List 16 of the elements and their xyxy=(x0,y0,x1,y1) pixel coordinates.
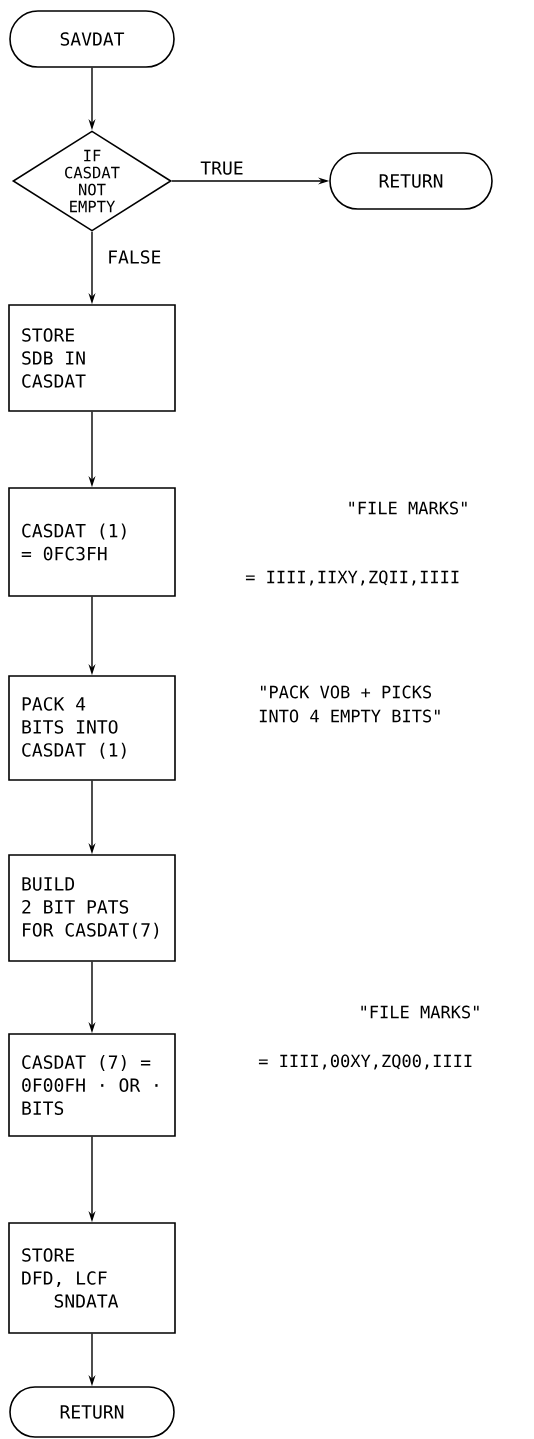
note-text: = IIII,IIXY,ZQII,IIII xyxy=(245,570,459,586)
terminator: RETURN xyxy=(329,152,493,210)
terminator: RETURN xyxy=(9,1386,175,1438)
process-box: CASDAT (1) = 0FC3FH xyxy=(8,487,176,597)
edge-label: TRUE xyxy=(199,160,245,176)
terminator: SAVDAT xyxy=(9,10,175,68)
process-box: STORE DFD, LCF SNDATA xyxy=(8,1222,176,1334)
edge-label: FALSE xyxy=(106,249,163,265)
process-box: STORE SDB IN CASDAT xyxy=(8,304,176,412)
note-text: "FILE MARKS" xyxy=(349,501,467,515)
note-text: "FILE MARKS" xyxy=(361,1005,479,1019)
process-box: PACK 4 BITS INTO CASDAT (1) xyxy=(8,675,176,781)
note-text: "PACK VOB + PICKS INTO 4 EMPTY BITS" xyxy=(259,685,440,723)
process-box: BUILD 2 BIT PATS FOR CASDAT(7) xyxy=(8,854,176,962)
process-box: CASDAT (7) = 0F00FH · OR · BITS xyxy=(8,1033,176,1137)
note-text: = IIII,00XY,ZQ00,IIII xyxy=(258,1054,472,1070)
